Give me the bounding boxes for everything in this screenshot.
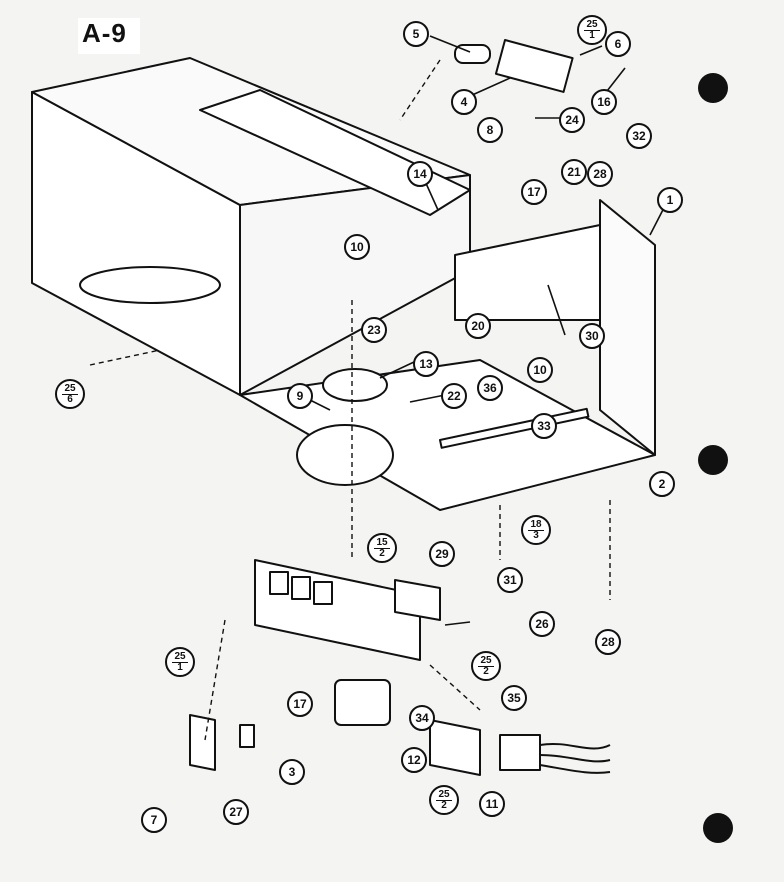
leader-line [579,45,603,56]
leader-line [89,349,161,366]
turntable-ring [79,266,221,304]
bracket-29 [394,579,441,621]
plate-window-2 [291,576,311,600]
binder-hole [698,445,728,475]
leader-line [379,361,415,379]
fan-motor [334,679,391,726]
right-panel [599,199,656,456]
leader-line [399,59,441,121]
callout-7: 7 [141,807,167,833]
leader-line [429,664,481,711]
callout-35: 35 [501,685,527,711]
leader-line [547,284,566,336]
callout-26: 26 [529,611,555,637]
connector-block [499,734,541,771]
leader-line [204,619,226,741]
callout-30: 30 [579,323,605,349]
control-bracket [454,224,601,321]
callout-5: 5 [403,21,429,47]
plate-window-1 [269,571,289,595]
callout-28-bottom: 28 [595,629,621,655]
callout-32: 32 [626,123,652,149]
callout-36: 36 [477,375,503,401]
callout-33: 33 [531,413,557,439]
callout-16: 16 [591,89,617,115]
callout-34: 34 [409,705,435,731]
motor-plate [254,559,421,661]
callout-17-bottom: 17 [287,691,313,717]
air-guide [199,89,471,216]
leader-line [469,77,511,97]
figure-label: A-9 [82,18,127,48]
switch-3 [239,724,255,748]
bracket-27 [189,714,216,771]
callout-9: 9 [287,383,313,409]
figure-label-box [78,18,140,54]
binder-hole [698,73,728,103]
plate-window-3 [313,581,333,605]
leader-line [429,35,471,53]
callout-4: 4 [451,89,477,115]
callout-28-top: 28 [587,161,613,187]
leader-line [444,621,471,626]
callout-31: 31 [497,567,523,593]
callout-11: 11 [479,791,505,817]
callout-27: 27 [223,799,249,825]
blower-wheel [322,368,388,402]
callout-20-left: 20 [465,313,491,339]
callout-3-switch: 3 [279,759,305,785]
wire-harness [539,743,611,774]
callout-8: 8 [477,117,503,143]
callout-23: 23 [361,317,387,343]
binder-hole [703,813,733,843]
callout-10-upper: 10 [344,234,370,260]
callout-24: 24 [559,107,585,133]
callout-14: 14 [407,161,433,187]
callout-17-top: 17 [521,179,547,205]
lamp-socket [494,39,574,93]
callout-12: 12 [401,747,427,773]
callout-13: 13 [413,351,439,377]
leader-line [409,394,446,403]
callout-29: 29 [429,541,455,567]
blower-housing [296,424,394,486]
callout-2: 2 [649,471,675,497]
callout-6: 6 [605,31,631,57]
callout-22: 22 [441,383,467,409]
switch-bracket [429,719,481,776]
callout-10-lower: 10 [527,357,553,383]
callout-1: 1 [657,187,683,213]
callout-21: 21 [561,159,587,185]
